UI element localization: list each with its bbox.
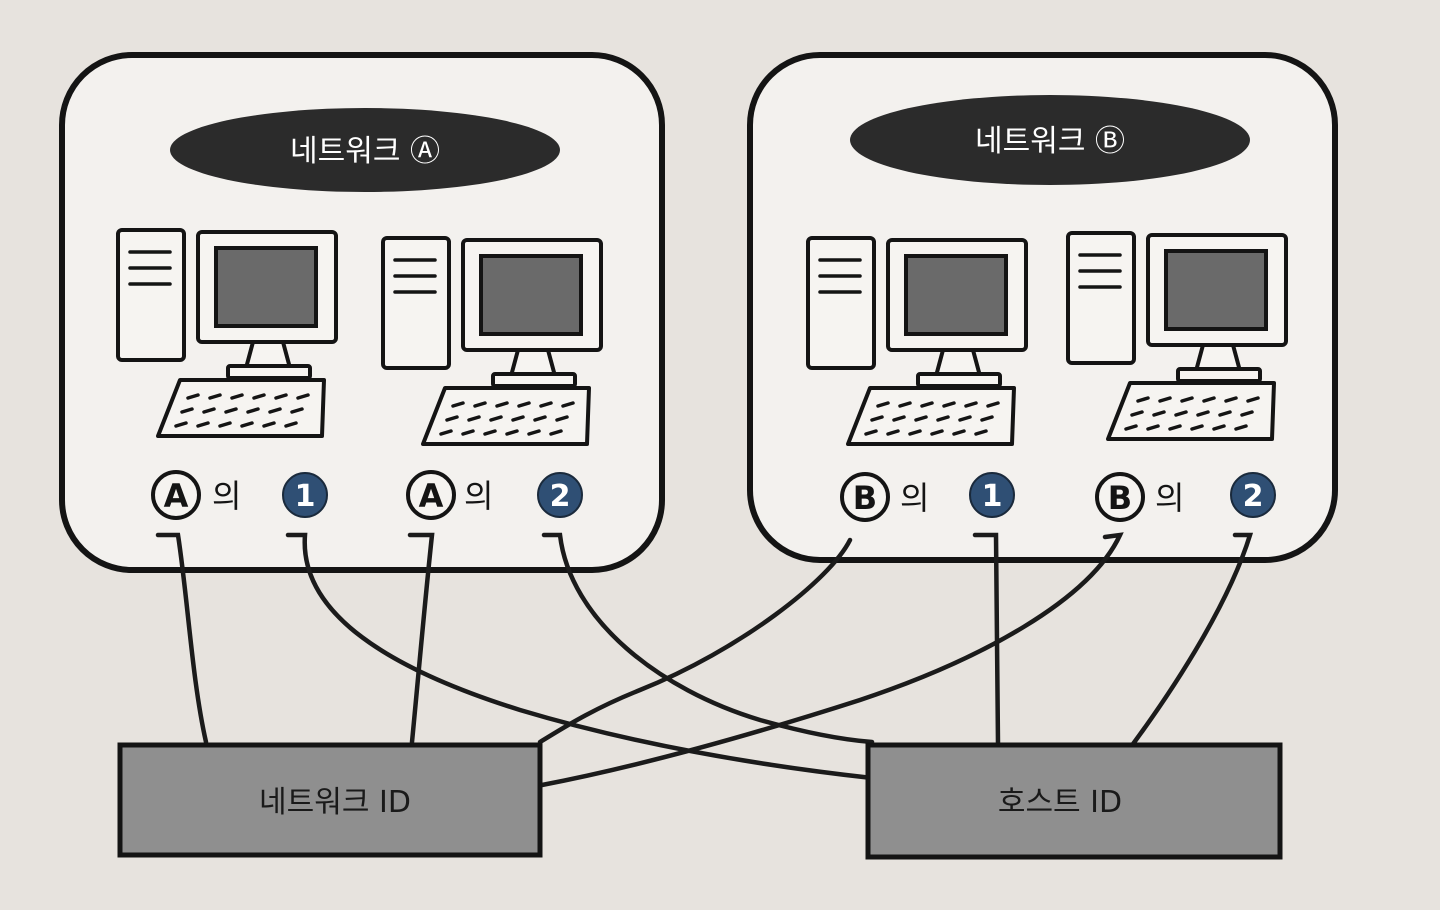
letter-a-circle (406, 470, 456, 520)
network-id-label: 네트워크 ID (259, 785, 411, 820)
computer-b2-letter: B (1108, 479, 1132, 517)
network-a-title-pill (170, 108, 560, 192)
computer-b2-suffix: 의 (1155, 479, 1184, 517)
computer-a2-label: A 의 2 (406, 470, 583, 520)
computer-a1-letter: A (164, 477, 189, 515)
computer-a2-icon (381, 236, 603, 446)
number-badge (537, 472, 583, 518)
network-id-box: 네트워크 ID (117, 742, 543, 858)
wire-a1-letter-to-network-id (155, 532, 209, 745)
computer-a2-letter: A (419, 477, 444, 515)
computer-b1-number: 1 (982, 479, 1003, 514)
letter-b-circle (840, 472, 890, 522)
computer-a1-number: 1 (295, 479, 316, 514)
computer-b2-label: B 의 2 (1095, 472, 1276, 522)
computer-b1-label: B 의 1 (840, 472, 1015, 522)
wire-b2-letter-to-network-id (539, 532, 1124, 788)
computer-b2-icon (1066, 231, 1288, 441)
letter-a-circle (151, 470, 201, 520)
computer-a1-icon (116, 228, 338, 438)
computer-a2-number: 2 (550, 479, 571, 514)
computer-a1-label: A 의 1 (151, 470, 328, 520)
network-a-title: 네트워크 Ⓐ (290, 134, 440, 169)
computer-a2-suffix: 의 (464, 477, 493, 515)
number-badge (1230, 472, 1276, 518)
number-badge (969, 472, 1015, 518)
computer-b1-suffix: 의 (900, 479, 929, 517)
wire-b1-number-to-host-id (972, 532, 1001, 747)
network-b-title: 네트워크 Ⓑ (975, 124, 1125, 159)
wire-a1-number-to-host-id (285, 532, 875, 781)
computer-b2-number: 2 (1243, 479, 1264, 514)
wire-a2-number-to-host-id (541, 532, 875, 745)
network-b-title-pill (850, 95, 1250, 185)
wire-b1-letter-to-network-id (537, 537, 853, 745)
letter-b-circle (1095, 472, 1145, 522)
host-id-label: 호스트 ID (998, 785, 1122, 820)
number-badge (282, 472, 328, 518)
wire-a2-letter-to-network-id (407, 532, 435, 745)
wires (155, 532, 1254, 788)
wire-b2-number-to-host-id (1130, 532, 1254, 747)
host-id-box: 호스트 ID (865, 742, 1283, 860)
computer-b1-letter: B (853, 479, 877, 517)
computer-b1-icon (806, 236, 1028, 446)
computer-a1-suffix: 의 (212, 477, 241, 515)
